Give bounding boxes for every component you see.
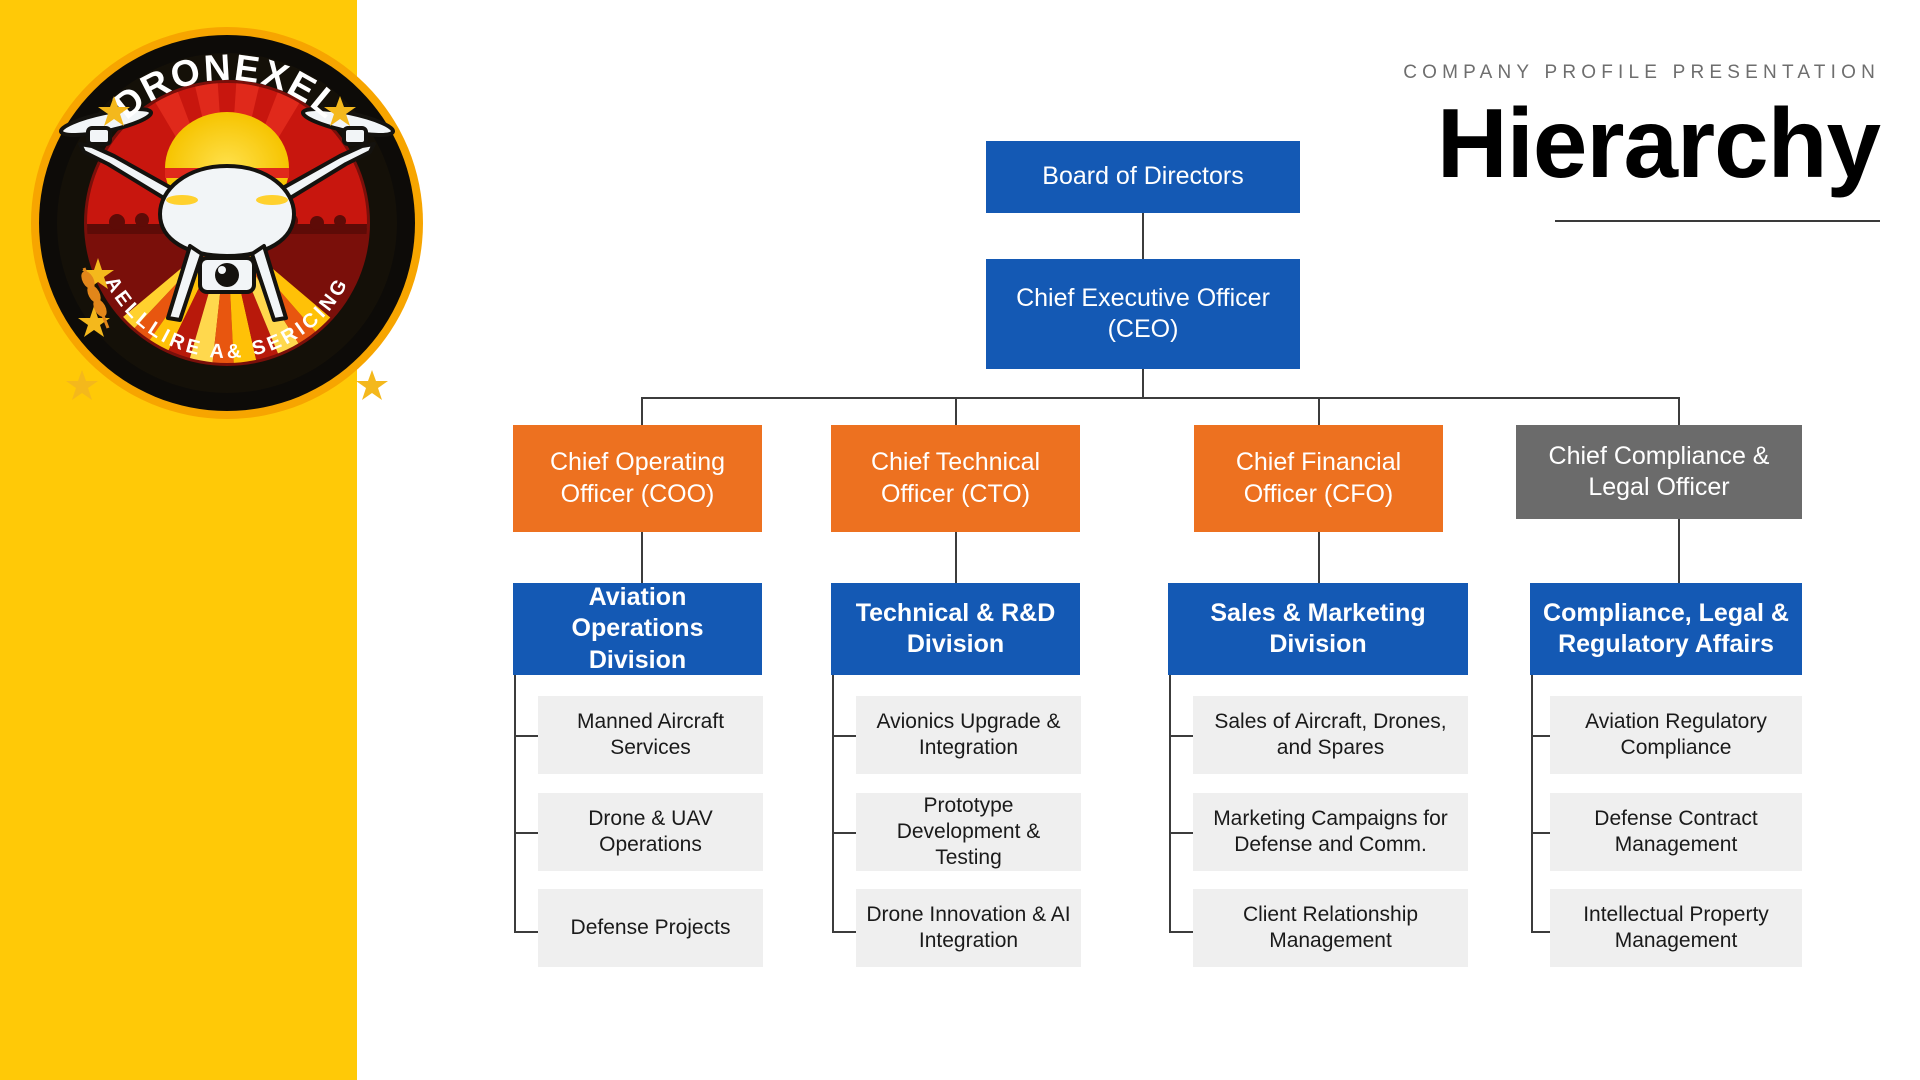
node-label: Prototype Development & Testing — [896, 793, 1041, 870]
node-division-sales-marketing[interactable]: Sales & Marketing Division — [1168, 583, 1468, 675]
node-leaf-col2-3[interactable]: Drone Innovation & AI Integration — [856, 889, 1081, 967]
connector-stub-col1-leaf1 — [514, 735, 538, 737]
node-division-compliance-legal[interactable]: Compliance, Legal & Regulatory Affairs — [1530, 583, 1802, 675]
node-ceo[interactable]: Chief Executive Officer (CEO) — [986, 259, 1300, 369]
connector-exec1-to-div1 — [641, 532, 643, 583]
connector-bus-to-exec-2 — [955, 397, 957, 425]
node-label: Sales & Marketing Division — [1210, 598, 1426, 658]
connector-stub-col3-leaf1 — [1169, 735, 1193, 737]
eyebrow-label: COMPANY PROFILE PRESENTATION — [1403, 62, 1880, 83]
node-label: Chief Compliance & Legal Officer — [1548, 441, 1770, 501]
header-block: COMPANY PROFILE PRESENTATION Hierarchy — [1160, 62, 1881, 222]
node-leaf-col4-2[interactable]: Defense Contract Management — [1550, 793, 1802, 871]
node-exec-compliance-legal[interactable]: Chief Compliance & Legal Officer — [1516, 425, 1802, 519]
node-exec-cto[interactable]: Chief Technical Officer (CTO) — [831, 425, 1080, 532]
connector-stub-col1-leaf2 — [514, 832, 538, 834]
node-leaf-col3-3[interactable]: Client Relationship Management — [1193, 889, 1468, 967]
node-label: Marketing Campaigns for Defense and Comm… — [1213, 806, 1448, 856]
connector-ceo-drop — [1142, 369, 1144, 398]
connector-spine-col1 — [514, 675, 516, 933]
connector-bus-to-exec-1 — [641, 397, 643, 425]
connector-spine-col3 — [1169, 675, 1171, 933]
node-leaf-col1-2[interactable]: Drone & UAV Operations — [538, 793, 763, 871]
node-leaf-col1-3[interactable]: Defense Projects — [538, 889, 763, 967]
node-leaf-col1-1[interactable]: Manned Aircraft Services — [538, 696, 763, 774]
node-label: Client Relationship Management — [1242, 902, 1419, 952]
connector-spine-col4 — [1531, 675, 1533, 933]
node-label: Aviation Regulatory Compliance — [1585, 709, 1767, 759]
node-leaf-col2-2[interactable]: Prototype Development & Testing — [856, 793, 1081, 871]
node-label: Intellectual Property Management — [1583, 902, 1769, 952]
node-division-technical-rnd[interactable]: Technical & R&D Division — [831, 583, 1080, 675]
node-label: Board of Directors — [1042, 162, 1244, 191]
node-exec-coo[interactable]: Chief Operating Officer (COO) — [513, 425, 762, 532]
connector-stub-col2-leaf2 — [832, 832, 856, 834]
connector-board-to-ceo — [1142, 213, 1144, 259]
node-exec-cfo[interactable]: Chief Financial Officer (CFO) — [1194, 425, 1443, 532]
connector-exec4-to-div4 — [1678, 519, 1680, 583]
node-label: Sales of Aircraft, Drones, and Spares — [1214, 709, 1447, 759]
node-label: Defense Projects — [570, 915, 731, 939]
node-label: Avionics Upgrade & Integration — [876, 709, 1061, 759]
connector-spine-col2 — [832, 675, 834, 933]
node-leaf-col2-1[interactable]: Avionics Upgrade & Integration — [856, 696, 1081, 774]
connector-stub-col4-leaf3 — [1531, 931, 1555, 933]
connector-stub-col4-leaf2 — [1531, 832, 1555, 834]
node-leaf-col3-2[interactable]: Marketing Campaigns for Defense and Comm… — [1193, 793, 1468, 871]
connector-stub-col3-leaf3 — [1169, 931, 1193, 933]
node-label: Chief Operating Officer (COO) — [549, 448, 726, 508]
connector-stub-col4-leaf1 — [1531, 735, 1555, 737]
node-label: Compliance, Legal & Regulatory Affairs — [1543, 598, 1789, 658]
node-division-aviation-operations[interactable]: Aviation Operations Division — [513, 583, 762, 675]
title-divider-rule — [1555, 219, 1880, 222]
node-label: Manned Aircraft Services — [576, 709, 725, 759]
connector-exec3-to-div3 — [1318, 532, 1320, 583]
connector-exec-bus — [641, 397, 1680, 399]
connector-bus-to-exec-3 — [1318, 397, 1320, 425]
node-label: Chief Technical Officer (CTO) — [870, 448, 1041, 508]
node-board-of-directors[interactable]: Board of Directors — [986, 141, 1300, 213]
node-label: Chief Financial Officer (CFO) — [1235, 448, 1402, 508]
node-leaf-col4-3[interactable]: Intellectual Property Management — [1550, 889, 1802, 967]
node-label: Aviation Operations Division — [571, 583, 704, 674]
node-leaf-col3-1[interactable]: Sales of Aircraft, Drones, and Spares — [1193, 696, 1468, 774]
node-label: Technical & R&D Division — [855, 598, 1056, 658]
connector-stub-col2-leaf1 — [832, 735, 856, 737]
node-leaf-col4-1[interactable]: Aviation Regulatory Compliance — [1550, 696, 1802, 774]
connector-stub-col1-leaf3 — [514, 931, 538, 933]
connector-exec2-to-div2 — [955, 532, 957, 583]
connector-stub-col3-leaf2 — [1169, 832, 1193, 834]
connector-stub-col2-leaf3 — [832, 931, 856, 933]
node-label: Drone Innovation & AI Integration — [866, 902, 1071, 952]
connector-bus-to-exec-4 — [1678, 397, 1680, 425]
node-label: Drone & UAV Operations — [588, 806, 713, 856]
node-label: Defense Contract Management — [1594, 806, 1758, 856]
page-title: Hierarchy — [1436, 88, 1881, 198]
dronexcel-logo: DRONEXEL AELLLIRE A& SERICING — [22, 18, 432, 428]
node-label: Chief Executive Officer (CEO) — [1016, 283, 1270, 343]
